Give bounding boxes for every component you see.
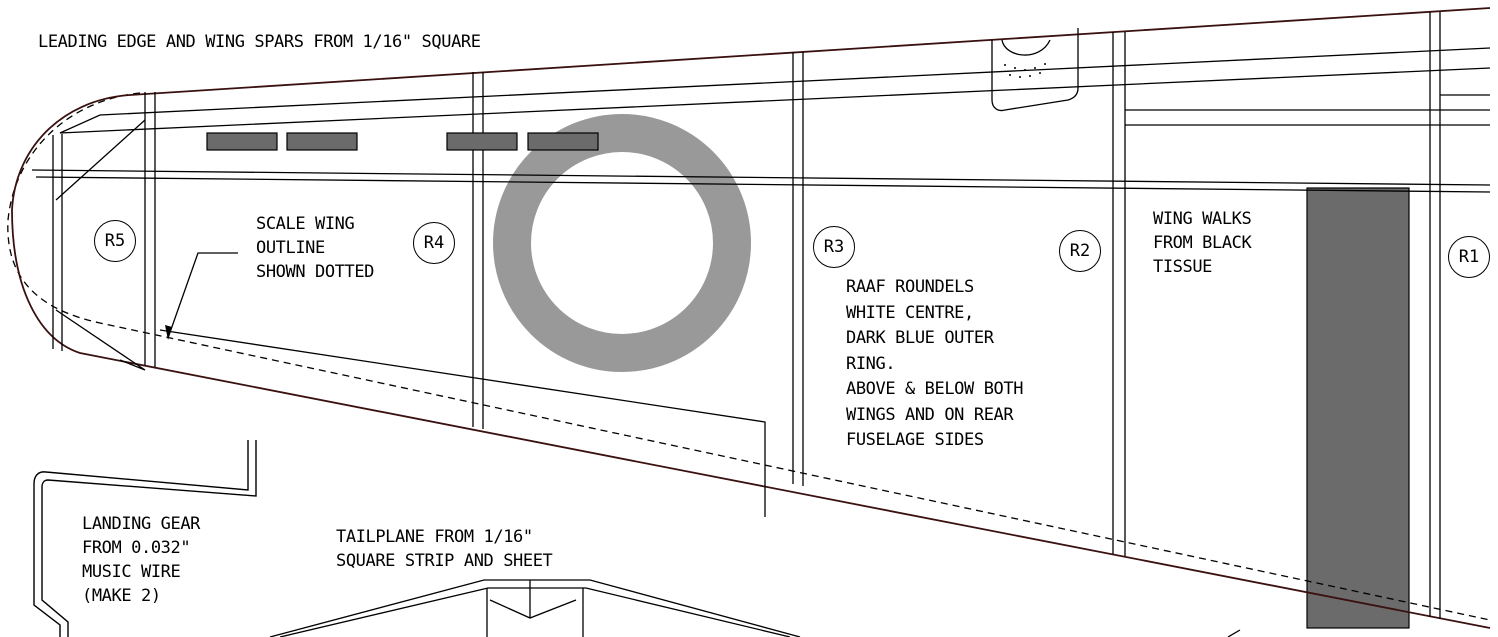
- roundels-line: WINGS AND ON REAR: [846, 404, 1014, 425]
- wing-spar: [31, 169, 1491, 193]
- roundels-line: ABOVE & BELOW BOTH: [846, 379, 1024, 399]
- scale-outline-line: SHOWN DOTTED: [256, 262, 375, 282]
- roundels-label: RAAF ROUNDELS WHITE CENTRE, DARK BLUE OU…: [846, 275, 1023, 454]
- tip-bracing: [55, 119, 146, 371]
- landing-gear-line: LANDING GEAR: [82, 514, 201, 534]
- wing-ribs: [52, 12, 1490, 619]
- wing-walks-line: FROM BLACK: [1153, 233, 1252, 253]
- roundels-line: DARK BLUE OUTER: [846, 328, 994, 348]
- roundels-line: FUSELAGE SIDES: [846, 430, 984, 450]
- scale-outline-label: SCALE WING OUTLINE SHOWN DOTTED: [256, 212, 374, 284]
- rib-gussets: [206, 132, 599, 151]
- rib-tag-r4: R4: [413, 222, 455, 264]
- landing-gear-line: FROM 0.032": [82, 538, 191, 558]
- landing-gear-label: LANDING GEAR FROM 0.032" MUSIC WIRE (MAK…: [82, 512, 200, 608]
- leading-edge-strip: [59, 47, 1491, 134]
- spars-label: LEADING EDGE AND WING SPARS FROM 1/16" S…: [38, 32, 481, 52]
- scale-outline-dashed: [7, 92, 1491, 621]
- scale-outline-leader: [167, 252, 238, 339]
- scale-outline-line: OUTLINE: [256, 238, 325, 258]
- wing-outline: [11, 7, 1491, 629]
- leader-arrowhead: [165, 325, 172, 340]
- roundels-line: RAAF ROUNDELS: [846, 277, 974, 297]
- wing-walks-label: WING WALKS FROM BLACK TISSUE: [1153, 207, 1252, 279]
- landing-gear-line: (MAKE 2): [82, 586, 161, 606]
- landing-gear-line: MUSIC WIRE: [82, 562, 181, 582]
- cockpit-cutout: [991, 28, 1079, 112]
- rib-tag-r3: R3: [813, 226, 855, 268]
- trailing-edge-tick: [1227, 629, 1241, 637]
- aileron-outline: [159, 329, 766, 517]
- rib-tag-r2: R2: [1059, 230, 1101, 272]
- roundels-line: RING.: [846, 353, 896, 374]
- landing-gear-wire: [33, 440, 257, 637]
- wing-walks-line: TISSUE: [1153, 257, 1213, 277]
- rib-tag-r1: R1: [1448, 236, 1490, 278]
- tailplane-outline: [269, 579, 801, 637]
- roundels-line: WHITE CENTRE,: [846, 302, 974, 323]
- tailplane-label: TAILPLANE FROM 1/16" SQUARE STRIP AND SH…: [336, 525, 553, 573]
- rib-tag-r5: R5: [94, 220, 136, 262]
- raaf-roundel: [493, 114, 751, 372]
- wing-walk-panel: [1306, 187, 1410, 629]
- tailplane-line: TAILPLANE FROM 1/16": [336, 527, 533, 547]
- scale-outline-line: SCALE WING: [256, 214, 355, 234]
- wing-walks-line: WING WALKS: [1153, 209, 1252, 229]
- tailplane-line: SQUARE STRIP AND SHEET: [336, 551, 553, 571]
